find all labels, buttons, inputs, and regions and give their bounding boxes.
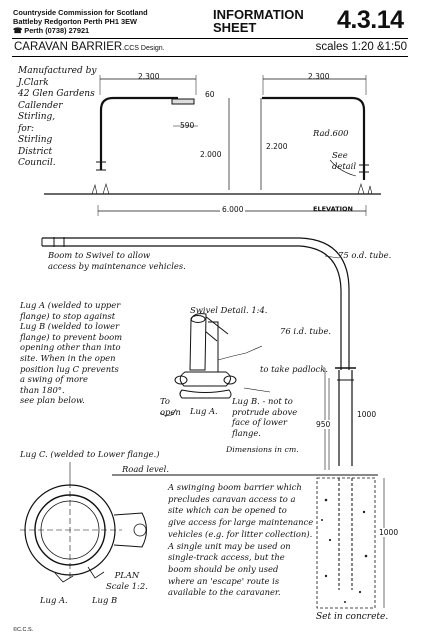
info-line-2: SHEET — [213, 20, 257, 35]
concrete-label: Set in concrete. — [316, 612, 389, 622]
description: A swinging boom barrier which precludes … — [168, 482, 314, 598]
elevation-left-barrier — [96, 96, 195, 171]
header-rule-top — [12, 38, 408, 39]
plan-view — [20, 462, 147, 583]
info-sheet-label: INFORMATION SHEET — [213, 8, 304, 34]
scales-label: scales 1:20 &1:50 — [315, 41, 407, 53]
maker-town: Callender — [18, 100, 63, 111]
client-line-1: Stirling — [18, 135, 53, 145]
boom-note: Boom to Swivel to allow access by mainte… — [48, 250, 186, 271]
tube-75-label: 75 o.d. tube. — [338, 250, 392, 260]
lug-a-label: Lug A. — [190, 406, 218, 416]
dim-2000: 2.000 — [200, 150, 222, 159]
title-sub: .CCS Design. — [122, 45, 165, 52]
dim-2200: 2.200 — [266, 142, 288, 151]
lug-c-label: Lug C. (welded to Lower flange.) — [20, 449, 160, 459]
header-rule-bottom — [12, 56, 408, 57]
plan-lug-b: Lug B — [92, 595, 118, 605]
see-detail-label: See detail — [332, 150, 357, 171]
title-main: CARAVAN BARRIER — [14, 41, 123, 53]
tube-76-label: 76 i.d. tube. — [280, 326, 332, 336]
radius-label: Rad.600 — [313, 128, 349, 138]
client-line-2: District — [18, 146, 53, 157]
to-open-label: To open — [160, 396, 181, 417]
swivel-title: Swivel Detail. 1:4. — [190, 305, 268, 315]
lug-b-note: Lug B. - not to protrude above face of l… — [232, 396, 298, 438]
dim-1000-upper: 1000 — [357, 410, 377, 419]
plan-lug-a: Lug A. — [40, 595, 68, 605]
swivel-detail — [159, 313, 271, 417]
page-title: CARAVAN BARRIER.CCS Design. — [14, 41, 165, 53]
dim-1000-lower: 1000 — [379, 528, 399, 537]
manufacturer-block: Manufactured by J.Clark 42 Glen Gardens … — [18, 66, 96, 170]
copyright: ©C.C.S. — [13, 627, 34, 633]
sheet-number: 4.3.14 — [337, 6, 404, 34]
elevation-label: ELEVATION — [313, 205, 353, 213]
manufactured-by: Manufactured by — [18, 66, 97, 76]
padlock-label: to take padlock. — [260, 364, 328, 374]
dim-boom-left: 2.300 — [138, 72, 160, 81]
lug-note: Lug A (welded to upper flange) to stop a… — [20, 300, 123, 406]
dim-60: 60 — [205, 90, 215, 99]
road-level-label: Road level. — [122, 464, 170, 474]
info-line-1: INFORMATION — [213, 7, 304, 22]
dim-950: 950 — [316, 420, 331, 429]
dimensions-note: Dimensions in cm. — [226, 445, 299, 454]
elevation-right-barrier — [262, 96, 369, 180]
dim-boom-right: 2.300 — [308, 72, 330, 81]
org-name: Countryside Commission for Scotland — [13, 8, 148, 17]
org-phone: ☎ Perth (0738) 27921 — [13, 26, 90, 35]
maker-name: J.Clark — [18, 77, 49, 88]
for-label: for: — [18, 123, 35, 134]
plan-label: PLAN Scale 1:2. — [106, 570, 148, 591]
maker-region: Stirling, — [18, 112, 56, 122]
org-address: Battleby Redgorton Perth PH1 3EW — [13, 17, 138, 26]
boom-detail — [41, 237, 385, 609]
maker-street: 42 Glen Gardens — [18, 89, 95, 99]
dim-590: 590 — [180, 121, 195, 130]
dim-6000: 6.000 — [220, 205, 246, 214]
client-line-3: Council. — [18, 158, 56, 168]
